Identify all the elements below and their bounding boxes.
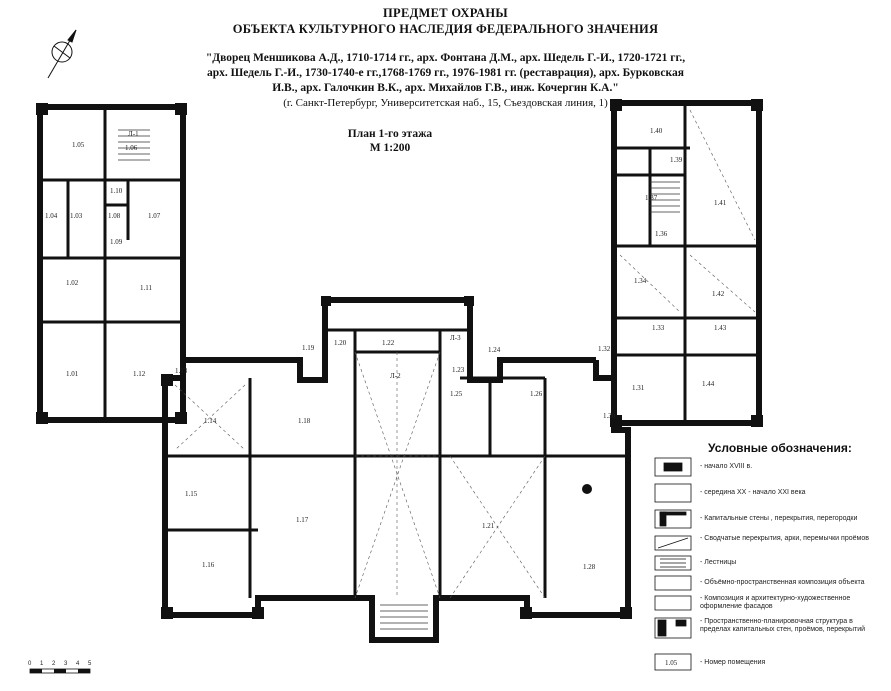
legend-item: - Номер помещения (700, 659, 766, 666)
room-label: Л-2 (390, 372, 401, 380)
room-label: 1.06 (125, 144, 138, 152)
room-label: 1.41 (714, 199, 727, 207)
scale-tick: 2 (52, 661, 56, 667)
scale-tick: 1 (40, 661, 44, 667)
legend-item: - Композиция и архитектурно-художественн… (700, 595, 851, 610)
scale-tick: 3 (64, 661, 68, 667)
legend-sample-room: 1.05 (665, 659, 678, 667)
room-label: 1.20 (334, 339, 347, 347)
room-label: 1.37 (645, 194, 658, 202)
room-label: 1.44 (702, 380, 715, 388)
room-label: 1.39 (670, 156, 683, 164)
title-line-2: ОБЪЕКТА КУЛЬТУРНОГО НАСЛЕДИЯ ФЕДЕРАЛЬНОГ… (232, 22, 659, 36)
room-label: 1.02 (66, 279, 79, 287)
room-label: 1.12 (133, 370, 146, 378)
description-line-2: арх. Шедель Г.-И., 1730-1740-е гг.,1768-… (207, 67, 684, 79)
room-label: 1.21 (482, 522, 495, 530)
room-label: 1.18 (298, 417, 311, 425)
legend-item: - начало XVIII в. (700, 463, 753, 470)
room-label: 1.14 (204, 417, 217, 425)
room-label: 1.19 (302, 344, 315, 352)
legend-item: - Капитальные стены , перекрытия, перего… (700, 515, 858, 522)
legend-item: - Объёмно-пространственная композиция об… (700, 579, 865, 586)
room-label: 1.32 (598, 345, 611, 353)
legend-swatches (654, 457, 692, 671)
address-line: (г. Санкт-Петербург, Университетская наб… (283, 97, 608, 109)
room-label: 1.23 (452, 366, 465, 374)
legend-title: Условные обозначения: (708, 441, 852, 455)
scale-tick: 4 (76, 661, 80, 667)
room-label: 1.03 (70, 212, 83, 220)
legend-item: - Пространственно-планировочная структур… (700, 618, 866, 633)
description-line-1: "Дворец Меншикова А.Д., 1710-1714 гг., а… (205, 52, 686, 64)
legend-item: - Сводчатые перекрытия, арки, перемычки … (700, 535, 869, 542)
room-label: 1.04 (45, 212, 58, 220)
room-label: Л-1 (128, 130, 139, 138)
room-label: 1.15 (185, 490, 198, 498)
room-label: 1.01 (66, 370, 79, 378)
scale-tick: 5 (88, 661, 92, 667)
room-label: 1.33 (652, 324, 665, 332)
building-outline (36, 99, 763, 643)
room-label: 1.28 (583, 563, 596, 571)
room-label: 1.26 (530, 390, 543, 398)
room-label: 1.11 (140, 284, 152, 292)
legend-item: - Лестницы (700, 559, 737, 566)
room-label: 1.07 (148, 212, 161, 220)
scale-bar: 0 1 2 3 4 5 (28, 661, 92, 674)
room-label: 1.42 (712, 290, 725, 298)
room-label: 1.24 (488, 346, 501, 354)
title-line-1: ПРЕДМЕТ ОХРАНЫ (383, 6, 508, 20)
room-label: 1.08 (108, 212, 121, 220)
room-label: 1.22 (382, 339, 395, 347)
room-label: 1.13 (175, 367, 188, 375)
legend-item: - середина XX - начало XXI века (700, 489, 806, 496)
room-label: 1.34 (634, 277, 647, 285)
room-label: 1.36 (655, 230, 668, 238)
plan-scale: М 1:200 (369, 142, 411, 154)
room-label: 1.10 (110, 187, 123, 195)
room-labels: 1.05 1.06 Л-1 1.04 1.03 1.08 1.07 1.10 1… (45, 127, 727, 571)
room-label: 1.31 (632, 384, 645, 392)
plan-title: План 1-го этажа (347, 128, 433, 140)
room-label: 1.30 (603, 412, 616, 420)
scale-tick: 0 (28, 661, 32, 667)
room-label: 1.25 (450, 390, 463, 398)
description-line-3: И.В., арх. Галочкин В.К., арх. Михайлов … (272, 82, 619, 94)
room-label: 1.43 (714, 324, 727, 332)
north-arrow-icon (47, 29, 77, 79)
room-label: 1.05 (72, 141, 85, 149)
room-label: Л-3 (450, 334, 461, 342)
room-label: 1.40 (650, 127, 663, 135)
room-label: 1.17 (296, 516, 309, 524)
room-label: 1.16 (202, 561, 215, 569)
room-label: 1.09 (110, 238, 123, 246)
